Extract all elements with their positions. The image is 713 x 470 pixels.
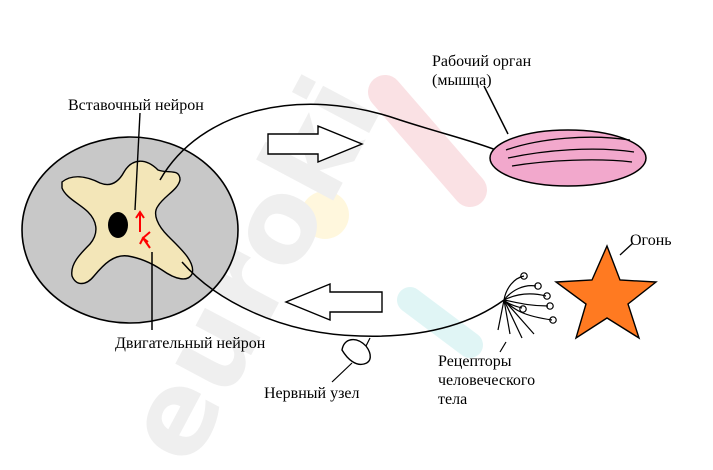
sensory-nerve-from-receptors xyxy=(181,261,505,337)
nerve-ganglion xyxy=(331,337,371,383)
receptors-label-line: тела xyxy=(438,391,468,408)
interneuron-label: Вставочный нейрон xyxy=(68,97,204,114)
receptors-label-line: Рецепторы xyxy=(438,353,512,370)
fire-pointer xyxy=(619,242,634,256)
receptors-label: Рецепторы человеческого тела xyxy=(438,352,535,409)
interneuron-pointer xyxy=(134,112,141,211)
nerve-fibers xyxy=(151,85,509,337)
receptors-pointer xyxy=(499,341,507,353)
fire-star-icon xyxy=(554,244,658,340)
ganglion-label: Нервный узел xyxy=(264,385,360,402)
working-organ-label-line: Рабочий орган xyxy=(432,53,532,70)
afferent-direction-arrow xyxy=(284,282,383,322)
spinal-cord-section xyxy=(21,136,239,324)
neuron-nucleus xyxy=(108,212,128,238)
working-organ-label-line: (мышца) xyxy=(432,72,492,89)
motor-nerve-to-muscle xyxy=(159,103,497,181)
fire-label: Огонь xyxy=(630,232,672,249)
efferent-direction-arrow xyxy=(267,124,364,164)
motor-neuron-label: Двигательный нейрон xyxy=(115,335,266,352)
working-organ-label: Рабочий орган (мышца) xyxy=(432,52,531,90)
muscle-organ xyxy=(489,129,647,187)
receptors-label-line: человеческого xyxy=(438,372,536,389)
muscle-pointer xyxy=(483,85,509,135)
receptor-endings xyxy=(497,272,557,339)
impulse-arrows xyxy=(135,210,151,249)
